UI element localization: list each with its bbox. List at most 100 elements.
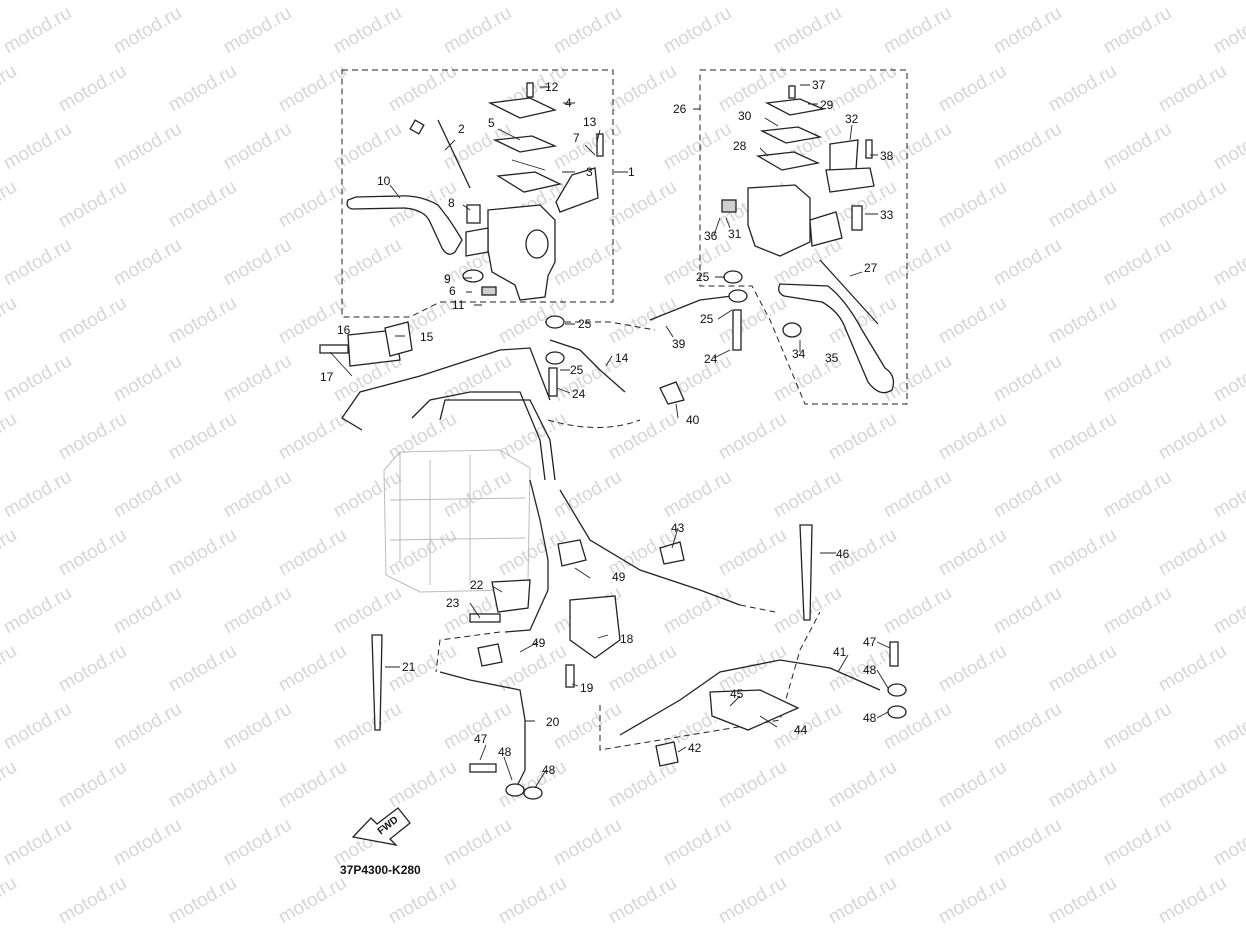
callout-48d: 48 xyxy=(542,763,556,777)
brake-lever-left xyxy=(346,195,463,255)
bolt-47a xyxy=(889,641,899,667)
callout-45: 45 xyxy=(730,687,744,701)
washer-25a xyxy=(723,270,743,284)
callout-26: 26 xyxy=(673,102,687,116)
callouts: 1 2 3 4 5 6 7 8 9 10 11 12 13 14 15 16 1… xyxy=(320,78,894,777)
routing-line-2 xyxy=(547,419,641,428)
spring-kit-2 xyxy=(437,119,471,189)
callout-36: 36 xyxy=(704,229,718,243)
screw-12 xyxy=(526,82,534,98)
brake-pipe-upper xyxy=(341,347,551,431)
callout-19: 19 xyxy=(580,681,594,695)
callout-23: 23 xyxy=(446,596,460,610)
callout-25a: 25 xyxy=(696,270,710,284)
callout-48c: 48 xyxy=(498,745,512,759)
callout-35: 35 xyxy=(825,351,839,365)
seal-2 xyxy=(409,119,425,135)
callout-10: 10 xyxy=(377,174,391,188)
callout-31: 31 xyxy=(728,227,742,241)
callout-43: 43 xyxy=(671,521,685,535)
callout-41: 41 xyxy=(833,645,847,659)
callout-32: 32 xyxy=(845,112,859,126)
cap-29 xyxy=(764,98,826,116)
callout-30: 30 xyxy=(738,109,752,123)
forward-direction-arrow: FWD xyxy=(351,807,411,847)
washer-48b xyxy=(887,705,907,719)
brake-pipe-middle xyxy=(411,391,546,481)
cap-4 xyxy=(487,97,557,119)
brake-pipe-inner xyxy=(439,399,556,481)
holder-7 xyxy=(555,167,599,213)
washer-25c xyxy=(545,315,565,329)
screw-38 xyxy=(865,139,873,159)
callout-16: 16 xyxy=(337,323,351,337)
callout-2: 2 xyxy=(458,122,465,136)
callout-1: 1 xyxy=(628,165,635,179)
bolt-23 xyxy=(469,613,501,623)
callout-39: 39 xyxy=(672,337,686,351)
left-master-cylinder-group xyxy=(341,69,614,318)
screw-13 xyxy=(596,133,604,157)
clip-42 xyxy=(655,741,679,767)
master-cylinder-right xyxy=(747,184,811,257)
callout-25b: 25 xyxy=(578,317,592,331)
plate-30 xyxy=(759,126,823,144)
hydraulic-unit xyxy=(383,449,531,593)
union-bolt-24b xyxy=(548,367,558,397)
callout-44: 44 xyxy=(794,723,808,737)
callout-25c: 25 xyxy=(700,312,714,326)
callout-12: 12 xyxy=(545,80,559,94)
washer-48a xyxy=(887,683,907,697)
callout-17: 17 xyxy=(320,370,334,384)
callout-49a: 49 xyxy=(612,570,626,584)
bolt-33 xyxy=(851,205,863,231)
left-group-boundary xyxy=(341,69,614,318)
clamp-22 xyxy=(491,579,531,613)
fwd-arrow-shape xyxy=(351,807,411,847)
callout-7: 7 xyxy=(573,131,580,145)
screw-37 xyxy=(788,85,796,99)
brake-lever-right xyxy=(778,283,895,394)
right-group-boundary xyxy=(699,69,908,405)
routing-line-3 xyxy=(435,631,501,673)
union-bolt-24a xyxy=(732,309,742,351)
callout-42: 42 xyxy=(688,741,702,755)
lever-pivot-left xyxy=(465,227,489,257)
callout-11: 11 xyxy=(452,298,465,312)
callout-27: 27 xyxy=(864,261,878,275)
callout-25d: 25 xyxy=(570,363,584,377)
cable-tie-46 xyxy=(799,524,813,621)
bolt-8 xyxy=(466,204,481,224)
callout-38: 38 xyxy=(880,149,894,163)
diaphragm-28 xyxy=(755,151,821,171)
clip-49a xyxy=(557,539,587,567)
diaphragm-3 xyxy=(496,171,562,193)
clamp-15 xyxy=(384,321,413,357)
callout-40: 40 xyxy=(686,413,700,427)
spring-kit-27 xyxy=(819,259,879,325)
washer-25d xyxy=(545,351,565,365)
bolt-17 xyxy=(319,344,349,354)
leader-lines xyxy=(329,84,891,789)
sight-glass-left xyxy=(525,229,549,259)
master-cylinder-left xyxy=(487,204,556,301)
bolt-19 xyxy=(565,664,575,688)
bracket-18 xyxy=(569,595,621,659)
clip-49b xyxy=(477,643,503,667)
callout-15: 15 xyxy=(420,330,434,344)
callout-47b: 47 xyxy=(474,732,488,746)
callout-29: 29 xyxy=(820,98,834,112)
washer-48d xyxy=(523,786,543,800)
callout-3: 3 xyxy=(586,165,593,179)
brake-hose-14 xyxy=(549,339,626,393)
callout-20: 20 xyxy=(546,715,560,729)
washer-48c xyxy=(505,783,525,797)
callout-28: 28 xyxy=(733,139,747,153)
switch-31 xyxy=(721,199,737,213)
callout-22: 22 xyxy=(470,578,484,592)
callout-18: 18 xyxy=(620,632,634,646)
switch-6 xyxy=(481,286,497,296)
callout-14: 14 xyxy=(615,351,629,365)
callout-5: 5 xyxy=(488,116,495,130)
